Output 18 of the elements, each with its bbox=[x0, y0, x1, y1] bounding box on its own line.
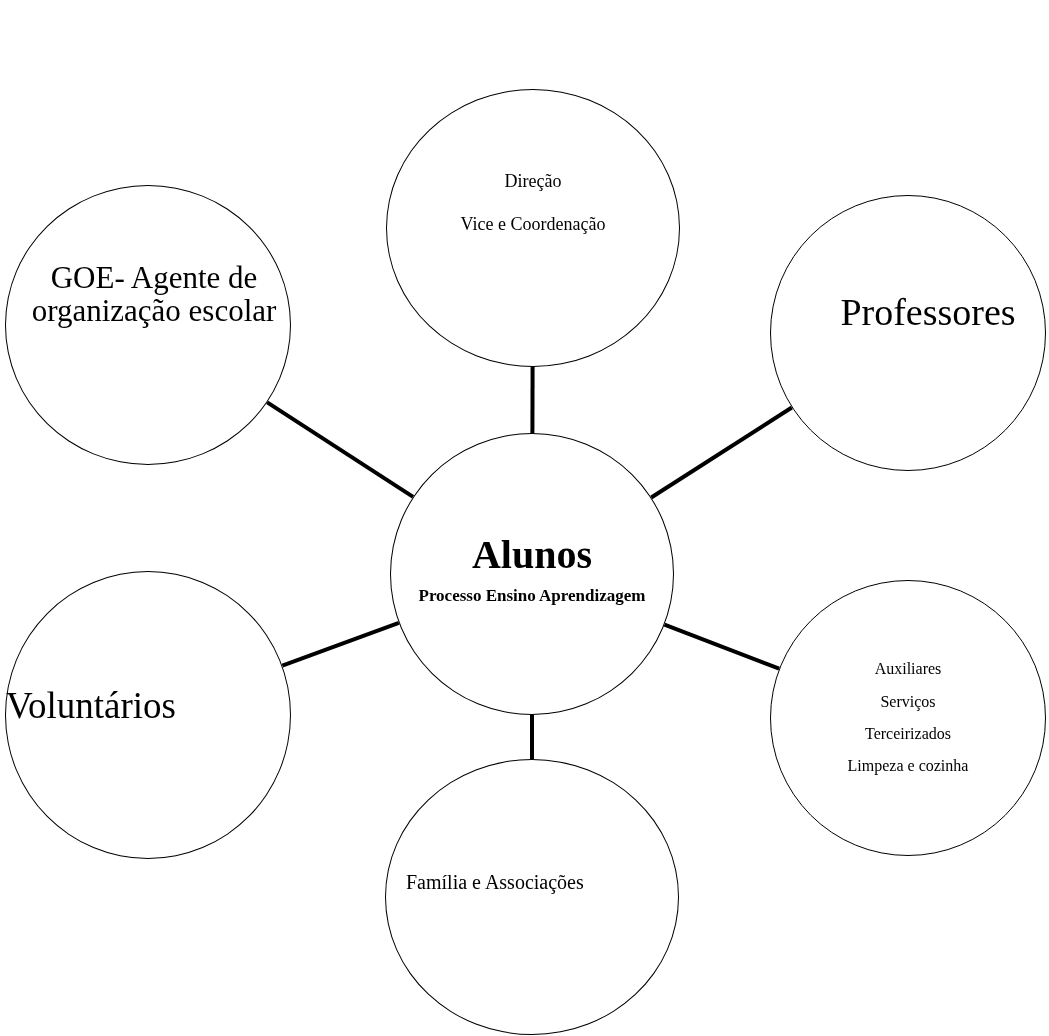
node-title: GOE- Agente de organização escolar bbox=[30, 262, 278, 328]
node-title: Voluntários bbox=[6, 684, 176, 728]
node-title: Professores bbox=[840, 291, 1016, 335]
connector-line bbox=[650, 405, 793, 500]
node-title: Família e Associações bbox=[406, 870, 584, 896]
node-title: Alunos bbox=[471, 532, 593, 579]
node-text: Terceirizados bbox=[865, 725, 951, 744]
node-text: Processo Ensino Aprendizagem bbox=[418, 586, 646, 606]
connector-line bbox=[530, 367, 535, 433]
node-text: Serviços bbox=[880, 692, 936, 711]
node-text: Limpeza e cozinha bbox=[847, 757, 969, 776]
connector-line bbox=[266, 400, 415, 499]
connector-line bbox=[530, 715, 534, 759]
node-title: Direção bbox=[504, 171, 562, 192]
connector-line bbox=[663, 622, 780, 671]
connector-line bbox=[281, 621, 400, 668]
node-text: Vice e Coordenação bbox=[460, 214, 606, 235]
node-title: Auxiliares bbox=[874, 660, 942, 679]
